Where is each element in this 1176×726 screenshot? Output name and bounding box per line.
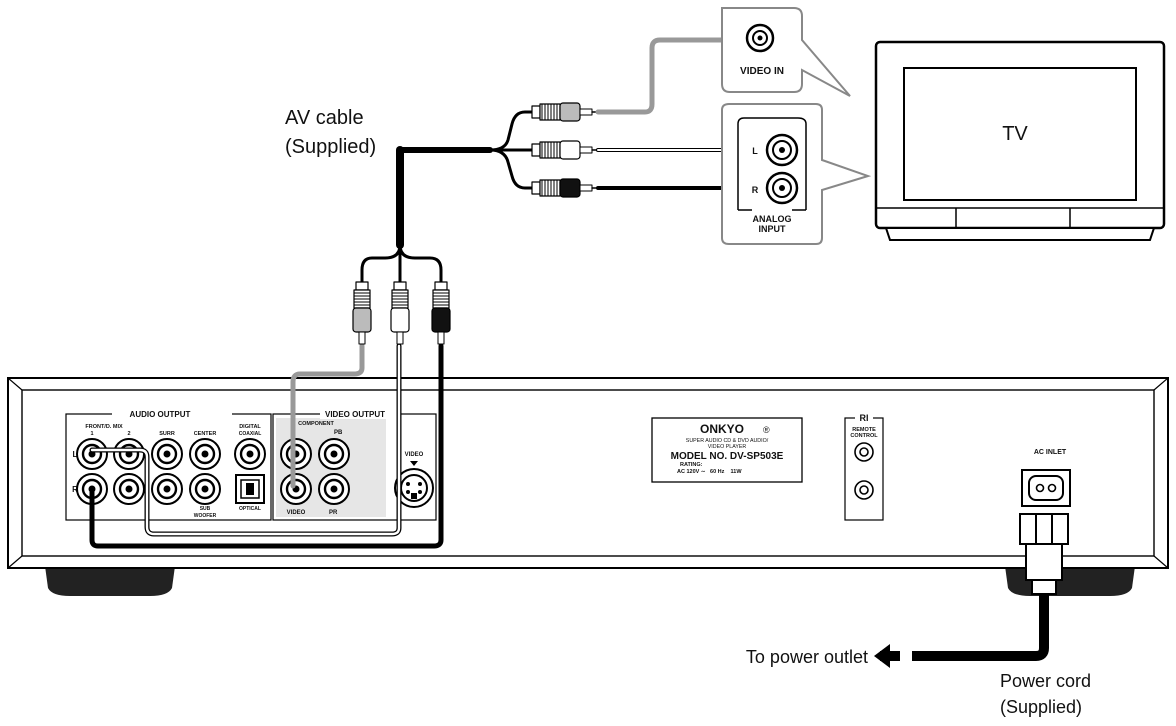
surr-l-jack xyxy=(151,438,183,470)
dvd-player-rear-panel: AUDIO OUTPUT VIDEO OUTPUT FRONT/D. MIX 1… xyxy=(7,377,1169,596)
tv-set: TV xyxy=(874,40,1166,241)
brand-logo: ONKYO xyxy=(700,422,744,436)
ri-label: RI xyxy=(860,413,869,423)
top-plug-white xyxy=(531,140,599,160)
digital-label: DIGITAL xyxy=(239,424,261,430)
control-label: CONTROL xyxy=(850,433,878,439)
pb-label: PB xyxy=(334,430,343,436)
av-cable-label: AV cable xyxy=(285,107,364,129)
front2-l-jack xyxy=(113,438,145,470)
component-y-jack xyxy=(280,438,312,470)
rating-line2: VIDEO PLAYER xyxy=(708,444,747,450)
center-label: CENTER xyxy=(194,431,217,437)
video-jacks xyxy=(280,438,350,505)
ri-remote-section: RI REMOTE CONTROL xyxy=(844,412,884,521)
front-mix-label: FRONT/D. MIX xyxy=(85,424,123,430)
tv-r-label: R xyxy=(752,185,759,195)
surr-r-jack xyxy=(151,473,183,505)
surr-label: SURR xyxy=(159,431,175,437)
rating-label: RATING: xyxy=(680,462,703,468)
video-output-label: VIDEO OUTPUT xyxy=(325,410,385,419)
ch1-label: 1 xyxy=(90,431,93,437)
to-power-outlet-label: To power outlet xyxy=(746,647,868,667)
center-jack xyxy=(189,438,221,470)
rating-line1: SUPER AUDIO CD & DVD AUDIO/ xyxy=(686,438,769,444)
l-label: L xyxy=(73,450,78,459)
pr-label: PR xyxy=(329,510,338,516)
ri-jack-2 xyxy=(854,480,874,500)
tv-label: TV xyxy=(1002,123,1028,145)
s-video-label: VIDEO xyxy=(405,452,424,458)
s-video-jack xyxy=(394,468,434,508)
composite-video-jack xyxy=(280,473,312,505)
coaxial-jack xyxy=(234,438,266,470)
component-pb-jack xyxy=(318,438,350,470)
video-in-label: VIDEO IN xyxy=(740,66,784,77)
av-cable xyxy=(89,37,754,549)
sub-label: SUB xyxy=(200,506,211,512)
model-number: MODEL NO. DV-SP503E xyxy=(671,451,784,462)
registered-mark: ® xyxy=(763,425,770,435)
coaxial-label: COAXIAL xyxy=(239,431,262,437)
top-plug-black xyxy=(531,178,599,198)
optical-jack xyxy=(235,474,265,504)
power-cord-label: Power cord xyxy=(1000,671,1091,691)
top-plug-video xyxy=(531,102,599,122)
front-l-jack xyxy=(76,438,108,470)
audio-output-label: AUDIO OUTPUT xyxy=(130,410,191,419)
bottom-plug-white xyxy=(390,281,410,345)
tv-audio-r-jack xyxy=(765,171,799,205)
analog-input-label-2: INPUT xyxy=(759,224,787,234)
analog-input-label-1: ANALOG xyxy=(753,214,792,224)
ac-inlet-label: AC INLET xyxy=(1034,449,1067,456)
rating-plate: ONKYO ® SUPER AUDIO CD & DVD AUDIO/ VIDE… xyxy=(651,417,803,483)
component-pr-jack xyxy=(318,473,350,505)
av-cable-supplied-label: (Supplied) xyxy=(285,136,376,158)
analog-input-callout: ANALOG INPUT L R xyxy=(721,103,872,245)
video-label: VIDEO xyxy=(287,510,306,516)
power-cord-supplied-label: (Supplied) xyxy=(1000,697,1082,717)
bottom-plug-black xyxy=(431,281,451,345)
component-label: COMPONENT xyxy=(298,421,334,427)
r-label: R xyxy=(72,485,78,494)
front2-r-jack xyxy=(113,473,145,505)
tv-l-label: L xyxy=(752,146,758,156)
remote-label: REMOTE xyxy=(852,427,876,433)
rating-value: AC 120V ∼ 60 Hz 11W xyxy=(677,469,742,475)
bottom-plug-video xyxy=(352,281,372,345)
optical-label: OPTICAL xyxy=(239,506,261,512)
ac-inlet: AC INLET xyxy=(1021,449,1071,507)
tv-audio-l-jack xyxy=(765,133,799,167)
ch2-label: 2 xyxy=(127,431,130,437)
subwoofer-jack xyxy=(189,473,221,505)
ri-jack-1 xyxy=(854,442,874,462)
power-cord xyxy=(874,513,1069,668)
video-in-callout: VIDEO IN xyxy=(721,7,851,97)
woofer-label: WOOFER xyxy=(194,513,217,519)
